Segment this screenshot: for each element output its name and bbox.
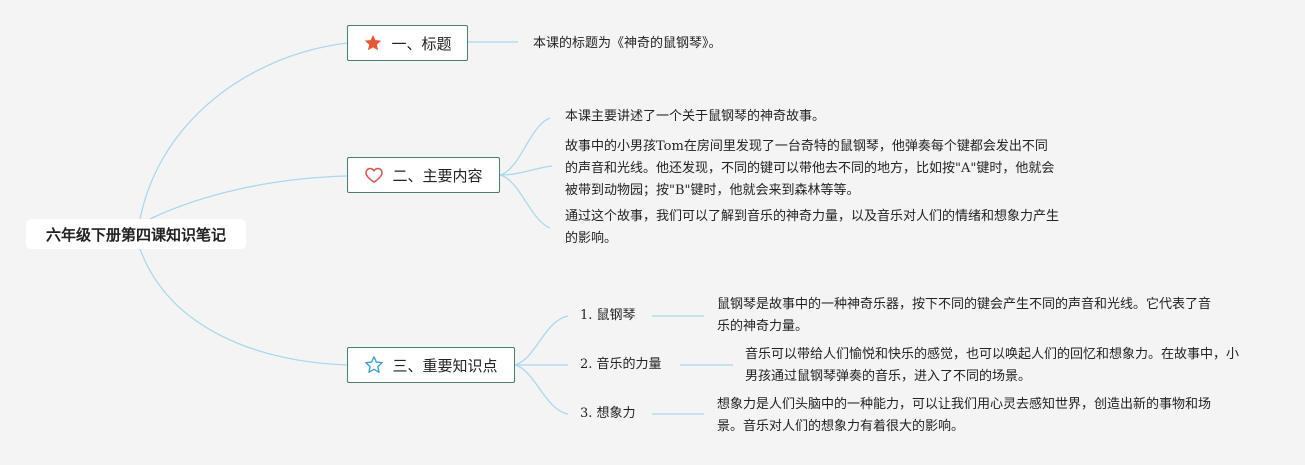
subtopic-node[interactable]: 2. 音乐的力量 (580, 357, 662, 372)
connector-root-branch1 (139, 42, 348, 220)
connector-root-branch3 (139, 248, 348, 366)
star-filled-icon (363, 33, 383, 53)
connector-root-branch2 (149, 175, 348, 220)
root-node[interactable]: 六年级下册第四课知识笔记 (26, 219, 246, 249)
detail-text: 本课的标题为《神奇的鼠钢琴》。 (533, 36, 722, 51)
connector-branch2-detail1 (499, 117, 551, 176)
detail-text: 通过这个故事，我们可以了解到音乐的神奇力量，以及音乐对人们的情绪和想象力产生的影… (565, 209, 1060, 246)
subtopic-node[interactable]: 3. 想象力 (580, 406, 636, 421)
root-title: 六年级下册第四课知识笔记 (45, 225, 226, 244)
detail-text: 想象力是人们头脑中的一种能力，可以让我们用心灵去感知世界，创造出新的事物和场景。… (717, 397, 1212, 434)
connector-branch3-point1 (514, 315, 569, 366)
branch-label: 一、标题 (391, 34, 452, 53)
star-outline-icon (364, 355, 384, 375)
branch-label: 三、重要知识点 (392, 356, 498, 375)
connector-branch3-point3 (514, 364, 569, 415)
subtopic-node[interactable]: 1. 鼠钢琴 (580, 308, 636, 323)
detail-text: 鼠钢琴是故事中的一种神奇乐器，按下不同的键会产生不同的声音和光线。它代表了音乐的… (717, 297, 1212, 334)
connector-branch2-detail3 (499, 174, 551, 229)
detail-text: 故事中的小男孩Tom在房间里发现了一台奇特的鼠钢琴，他弹奏每个键都会发出不同的声… (565, 139, 1055, 198)
detail-text: 本课主要讲述了一个关于鼠钢琴的神奇故事。 (565, 109, 826, 124)
branch-node-main-content[interactable]: 二、主要内容 (347, 157, 500, 193)
branch-node-title[interactable]: 一、标题 (347, 25, 468, 61)
branch-node-key-points[interactable]: 三、重要知识点 (347, 347, 515, 383)
branch-label: 二、主要内容 (392, 166, 483, 185)
connector-branch2-detail2 (499, 165, 553, 176)
heart-outline-icon (364, 165, 384, 185)
detail-text: 音乐可以带给人们愉悦和快乐的感觉，也可以唤起人们的回忆和想象力。在故事中，小男孩… (745, 347, 1240, 384)
